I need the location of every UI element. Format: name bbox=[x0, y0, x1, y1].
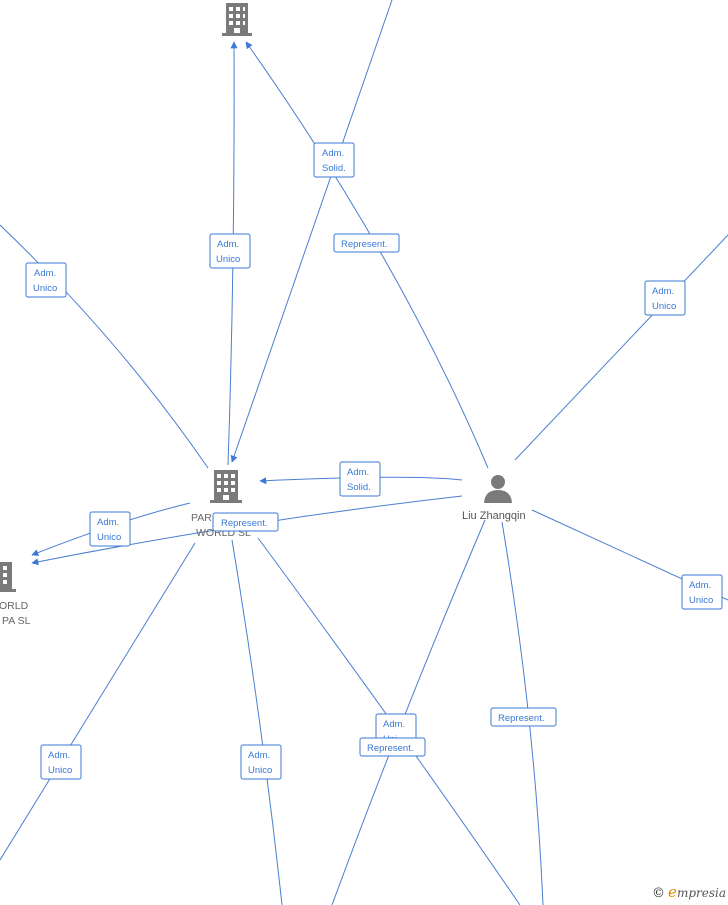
edge-person-to-top-represent bbox=[245, 41, 489, 469]
svg-text:Unico: Unico bbox=[216, 254, 240, 265]
edge-main-to-bottom-mid bbox=[231, 539, 283, 905]
building-icon bbox=[210, 470, 242, 503]
svg-text:Unico: Unico bbox=[689, 595, 713, 606]
svg-text:Solid.: Solid. bbox=[347, 482, 371, 493]
svg-text:Unico: Unico bbox=[48, 765, 72, 776]
edge-label-top-left-unico[interactable]: Adm. Unico bbox=[25, 262, 67, 298]
edge-label-represent-mid[interactable]: Represent. bbox=[212, 512, 279, 532]
edge-label-solid-mid[interactable]: Adm. Solid. bbox=[339, 461, 381, 497]
svg-text:Unico: Unico bbox=[33, 283, 57, 294]
svg-text:Adm.: Adm. bbox=[248, 750, 270, 761]
edge-label-left-unico[interactable]: Adm. Unico bbox=[89, 511, 131, 547]
brand-initial: e bbox=[668, 883, 677, 901]
company-name-line1: PAR bbox=[191, 512, 212, 524]
building-icon bbox=[0, 562, 16, 592]
company-node-top[interactable] bbox=[222, 3, 252, 36]
edge-label-right-unico[interactable]: Adm. Unico bbox=[644, 280, 686, 316]
svg-text:Adm.: Adm. bbox=[217, 239, 239, 250]
svg-text:Solid.: Solid. bbox=[322, 163, 346, 174]
edge-main-to-bottom-left bbox=[0, 542, 196, 861]
edge-person-to-right-unico bbox=[514, 234, 728, 461]
svg-text:Unico: Unico bbox=[652, 301, 676, 312]
svg-text:Represent.: Represent. bbox=[367, 743, 413, 754]
edge-label-solid-top[interactable]: Adm. Solid. bbox=[313, 142, 355, 178]
person-icon bbox=[484, 475, 512, 503]
edge-label-bottom-mid-unico[interactable]: Adm. Unico bbox=[240, 744, 282, 780]
empresia-logo: ©empresia bbox=[652, 883, 726, 901]
svg-text:Unico: Unico bbox=[248, 765, 272, 776]
edge-person-to-main-solid bbox=[259, 476, 463, 485]
svg-text:Adm.: Adm. bbox=[347, 467, 369, 478]
company-name-line1: ORLD bbox=[0, 600, 29, 612]
edge-labels: Adm. Unico Adm. Solid. Adm. Unico Repres… bbox=[25, 142, 723, 780]
company-name-line2: PA SL bbox=[2, 615, 31, 627]
svg-text:Adm.: Adm. bbox=[689, 580, 711, 591]
company-node-main[interactable]: PAR WORLD SL bbox=[191, 470, 251, 539]
edge-label-bottom-left-unico[interactable]: Adm. Unico bbox=[40, 744, 82, 780]
edge-offscreen-top-solid bbox=[230, 0, 393, 463]
copyright-symbol: © bbox=[652, 886, 666, 901]
svg-text:Unico: Unico bbox=[97, 532, 121, 543]
edge-label-center-unico[interactable]: Adm. Unico bbox=[209, 233, 251, 269]
svg-text:Adm.: Adm. bbox=[383, 719, 405, 730]
building-icon bbox=[222, 3, 252, 36]
edge-label-represent-right[interactable]: Represent. bbox=[490, 707, 557, 727]
edge-offscreen-to-main-unico bbox=[0, 224, 209, 469]
brand-name: mpresia bbox=[676, 886, 726, 900]
edge-person-to-bottom-a bbox=[331, 519, 486, 905]
svg-text:Represent.: Represent. bbox=[498, 713, 544, 724]
svg-text:Represent.: Represent. bbox=[221, 518, 267, 529]
svg-text:Adm.: Adm. bbox=[652, 286, 674, 297]
person-node[interactable]: Liu Zhangqin bbox=[462, 475, 526, 522]
edge-label-far-right-unico[interactable]: Adm. Unico bbox=[681, 574, 723, 610]
svg-text:Adm.: Adm. bbox=[97, 517, 119, 528]
company-node-left[interactable]: ORLD PA SL bbox=[0, 562, 31, 627]
svg-text:Adm.: Adm. bbox=[322, 148, 344, 159]
svg-text:Represent.: Represent. bbox=[341, 239, 387, 250]
edge-label-represent-top[interactable]: Represent. bbox=[333, 233, 400, 253]
svg-text:Adm.: Adm. bbox=[48, 750, 70, 761]
svg-text:Adm.: Adm. bbox=[34, 268, 56, 279]
edge-label-represent-bottom[interactable]: Represent. bbox=[359, 737, 426, 757]
person-name: Liu Zhangqin bbox=[462, 510, 526, 522]
